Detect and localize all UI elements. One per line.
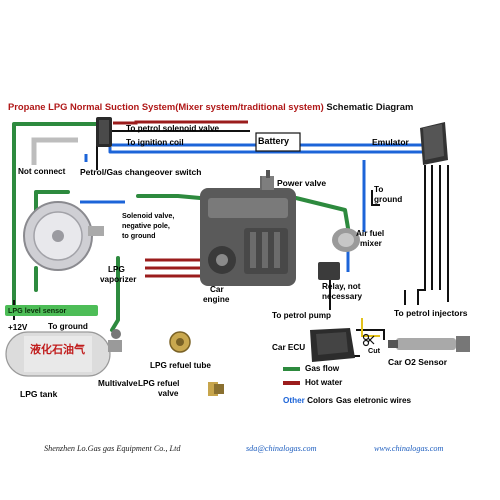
label-plus-12v: +12V <box>8 323 28 332</box>
multivalve-icon <box>108 329 122 352</box>
label-lpg-vaporizer-2: vaporizer <box>100 275 137 284</box>
label-air-fuel-2: mixer <box>360 239 382 248</box>
label-lpg-vaporizer-1: LPG <box>108 265 125 274</box>
label-lpg-tank: LPG tank <box>20 389 58 399</box>
air-fuel-mixer-icon <box>332 228 360 252</box>
legend-other: Other <box>283 396 305 405</box>
lpg-vaporizer-icon <box>23 201 104 271</box>
relay-icon <box>318 262 340 280</box>
lpg-refuel-valve-icon <box>208 382 224 396</box>
label-to-ground-sensor: To ground <box>48 322 88 331</box>
black-wire-emulator-4 <box>417 165 426 305</box>
label-not-connect: Not connect <box>18 167 66 176</box>
power-valve-icon <box>262 170 274 190</box>
o2-sensor-icon <box>388 336 470 352</box>
legend-gas-flow: Gas flow <box>305 364 340 373</box>
label-to-ignition-coil: To ignition coil <box>126 138 184 147</box>
label-relay-1: Relay, not <box>322 282 361 291</box>
label-car-engine-1: Car <box>210 285 224 294</box>
lpg-level-sensor-icon <box>5 305 98 316</box>
label-battery: Battery <box>258 136 290 146</box>
footer-company: Shenzhen Lo.Gas gas Equipment Co., Ltd <box>44 444 181 453</box>
footer-website[interactable]: www.chinalogas.com <box>374 444 444 453</box>
label-to-ground-top-1: To <box>374 185 384 194</box>
label-air-fuel-1: Air fuel <box>356 229 385 238</box>
diagram-title-suffix: Schematic Diagram <box>323 101 414 112</box>
hot-water-lines <box>113 120 248 278</box>
blue-wire-main <box>108 147 430 154</box>
legend-hot-water: Hot water <box>305 378 343 387</box>
label-petrol-gas-switch: Petrol/Gas changeover switch <box>80 167 202 177</box>
label-solenoid-valve-1: Solenoid valve, <box>122 211 175 220</box>
diagram-title: Propane LPG Normal Suction System(Mixer … <box>8 101 413 112</box>
label-car-o2-sensor: Car O2 Sensor <box>388 357 448 367</box>
gas-flow-lines <box>12 122 350 332</box>
label-to-petrol-pump: To petrol pump <box>272 311 331 320</box>
black-wire-o2 <box>356 329 385 340</box>
label-to-petrol-solenoid-valve: To petrol solenoid valve <box>126 124 220 133</box>
label-lpg-refuel-valve-2: valve <box>158 389 179 398</box>
lpg-refuel-tube-icon <box>169 331 191 353</box>
car-ecu-icon <box>310 328 355 362</box>
label-relay-2: necessary <box>322 292 363 301</box>
label-lpg-refuel-valve-1: LPG refuel <box>138 379 180 388</box>
label-to-ground-top-2: ground <box>374 195 403 204</box>
footer-email[interactable]: sda@chinalogas.com <box>246 444 317 453</box>
legend-gas-electronic-wires: Gas eletronic wires <box>336 396 412 405</box>
gas-line-vaporizer-mixer <box>136 194 202 200</box>
not-connect-wire <box>31 137 78 165</box>
label-solenoid-valve-2: negative pole, <box>122 221 170 230</box>
label-solenoid-valve-3: to ground <box>122 231 156 240</box>
lpg-tank-icon <box>5 331 111 377</box>
label-car-ecu: Car ECU <box>272 343 306 352</box>
battery-icon <box>255 132 301 152</box>
legend-colors: Colors <box>304 396 334 405</box>
changeover-switch <box>96 117 112 147</box>
o2-signal-wire <box>361 318 380 337</box>
gas-line-to-tank <box>110 256 120 332</box>
cut-scissors-icon <box>362 333 375 347</box>
gas-line-top-left <box>12 122 99 312</box>
car-engine-icon <box>200 176 296 286</box>
label-power-valve: Power valve <box>277 178 327 188</box>
tank-sticker: 液化石油气 <box>30 343 85 356</box>
label-to-petrol-injectors: To petrol injectors <box>394 308 468 318</box>
gas-line-mixer-right <box>294 196 350 230</box>
label-emulator: Emulator <box>372 137 409 147</box>
legend-other-colors: Other Colors <box>283 396 334 405</box>
hot-water-top-line <box>113 120 248 125</box>
label-lpg-refuel-tube: LPG refuel tube <box>150 361 211 370</box>
legend-swatches <box>283 367 300 385</box>
label-lpg-level-sensor: LPG level sensor <box>8 306 67 315</box>
label-multivalve: Multivalve <box>98 379 138 388</box>
label-car-engine-2: engine <box>203 295 230 304</box>
label-cut: Cut <box>368 346 380 355</box>
diagram-title-main: Propane LPG Normal Suction System(Mixer … <box>8 101 324 112</box>
black-wire-ground <box>371 190 380 206</box>
emulator-icon <box>420 122 448 165</box>
